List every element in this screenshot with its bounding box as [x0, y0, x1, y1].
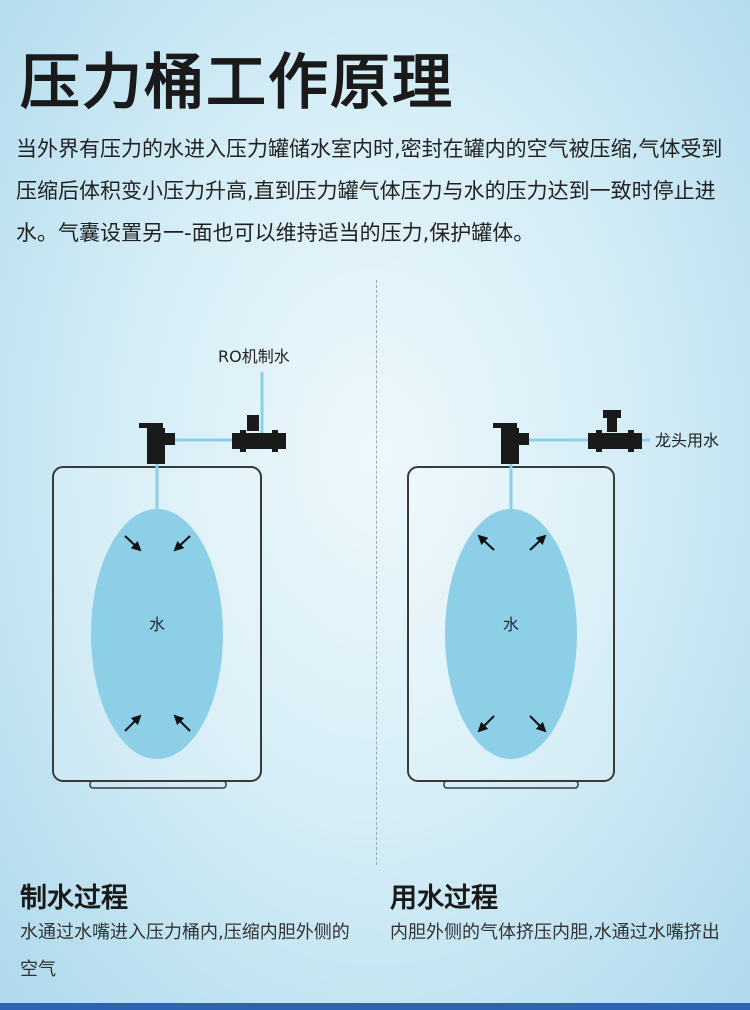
fill-process-description: 水通过水嘴进入压力桶内,压缩内胆外侧的空气 — [20, 922, 350, 980]
bottom-accent-bar — [0, 1003, 750, 1010]
tank-valve-right — [493, 423, 529, 464]
arrow-bottom-left — [477, 715, 495, 733]
arrow-top-left — [124, 535, 142, 552]
tee-fitting-left — [232, 415, 286, 452]
arrow-bottom-right — [173, 714, 191, 732]
water-bladder-left — [91, 509, 223, 759]
arrow-bottom-right — [529, 715, 547, 733]
arrow-top-left — [477, 534, 495, 551]
center-divider — [376, 280, 377, 865]
tank-valve-left — [139, 423, 175, 464]
fill-process-heading: 制水过程 — [20, 883, 128, 914]
expansion-arrows-right — [477, 534, 547, 733]
arrow-top-right — [173, 535, 191, 552]
water-label-left: 水 — [149, 615, 165, 634]
fill-process-diagram: 水 RO机制水 — [52, 347, 290, 789]
compression-arrows-left — [124, 535, 191, 732]
inlet-label: RO机制水 — [218, 347, 290, 366]
outlet-label: 龙头用水 — [655, 431, 719, 450]
tank-base-right — [443, 780, 579, 789]
intro-paragraph: 当外界有压力的水进入压力罐储水室内时,密封在罐内的空气被压缩,气体受到压缩后体积… — [16, 137, 723, 245]
water-bladder-right — [445, 509, 577, 759]
water-label-right: 水 — [503, 615, 519, 634]
use-process-heading: 用水过程 — [390, 883, 498, 914]
arrow-bottom-left — [124, 714, 142, 732]
page-title: 压力桶工作原理 — [20, 48, 454, 118]
use-process-diagram: 水 龙头用水 — [407, 410, 719, 789]
arrow-top-right — [529, 534, 547, 551]
tank-base-left — [89, 780, 227, 789]
tee-fitting-right — [588, 410, 642, 452]
use-process-description: 内胆外侧的气体挤压内胆,水通过水嘴挤出 — [390, 922, 720, 943]
